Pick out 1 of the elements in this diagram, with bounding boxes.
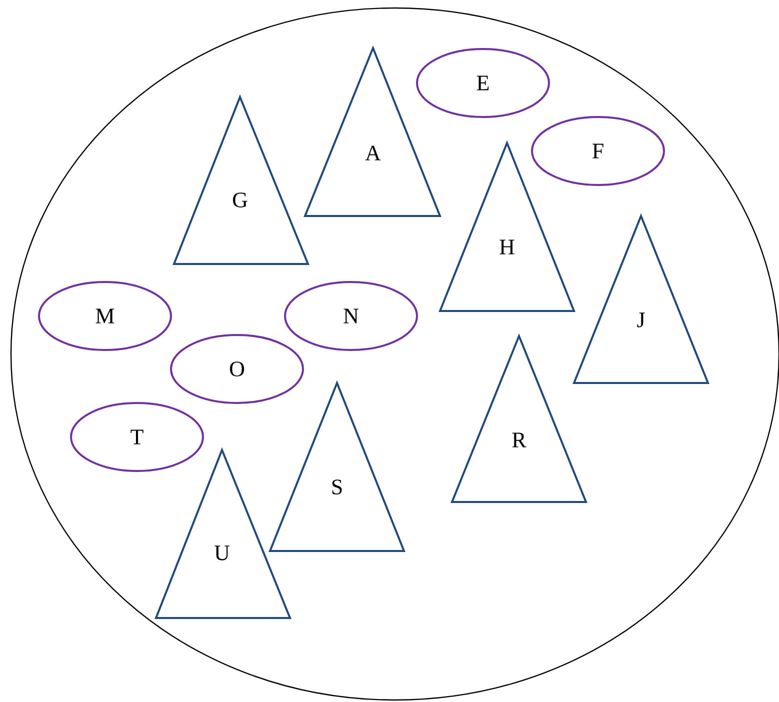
enclosing-ellipse bbox=[10, 7, 779, 701]
